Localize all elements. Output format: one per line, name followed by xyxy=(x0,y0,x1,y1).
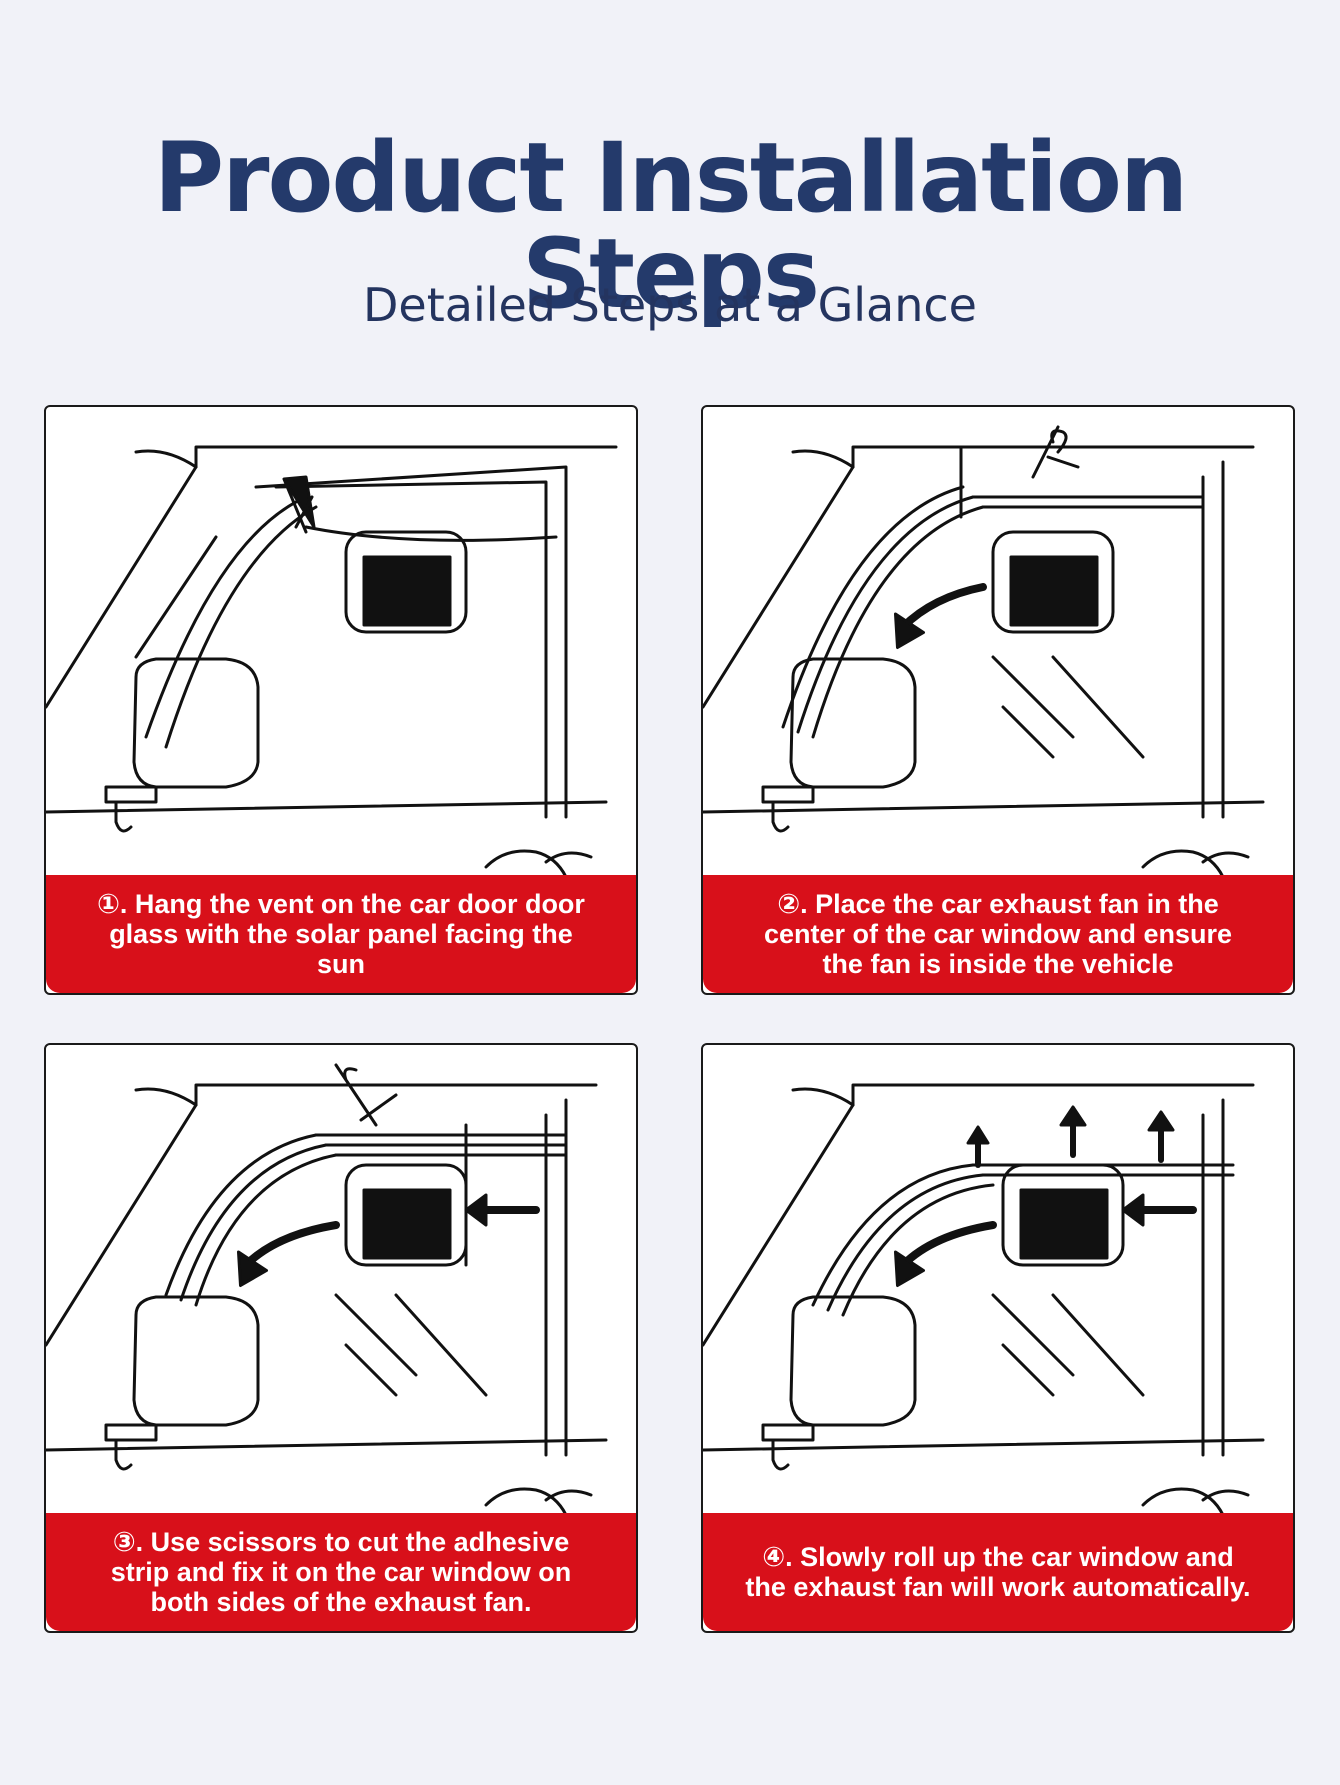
step-caption-text-2: ②. Place the car exhaust fan in the cent… xyxy=(763,889,1233,979)
step-card-1: ①. Hang the vent on the car door door gl… xyxy=(44,405,638,995)
car-window-illustration-2 xyxy=(703,425,1265,879)
step-caption-text-4: ④. Slowly roll up the car window and the… xyxy=(745,1542,1251,1602)
step-caption-text-1: ①. Hang the vent on the car door door gl… xyxy=(97,889,585,979)
step-caption-1: ①. Hang the vent on the car door door gl… xyxy=(46,875,636,993)
step-caption-text-3: ③. Use scissors to cut the adhesive stri… xyxy=(110,1527,572,1617)
step-card-2: ②. Place the car exhaust fan in the cent… xyxy=(701,405,1295,995)
page-subtitle: Detailed Steps at a Glance xyxy=(363,278,977,332)
car-window-illustration-1 xyxy=(46,445,618,879)
page-title: Product Installation Steps xyxy=(153,122,1189,330)
step-caption-3: ③. Use scissors to cut the adhesive stri… xyxy=(46,1513,636,1631)
step-card-4: ④. Slowly roll up the car window and the… xyxy=(701,1043,1295,1633)
step-card-3: ③. Use scissors to cut the adhesive stri… xyxy=(44,1043,638,1633)
car-window-illustration-4 xyxy=(703,1083,1265,1517)
step-caption-4: ④. Slowly roll up the car window and the… xyxy=(703,1513,1293,1631)
car-window-illustration-3 xyxy=(46,1063,608,1517)
step-caption-2: ②. Place the car exhaust fan in the cent… xyxy=(703,875,1293,993)
